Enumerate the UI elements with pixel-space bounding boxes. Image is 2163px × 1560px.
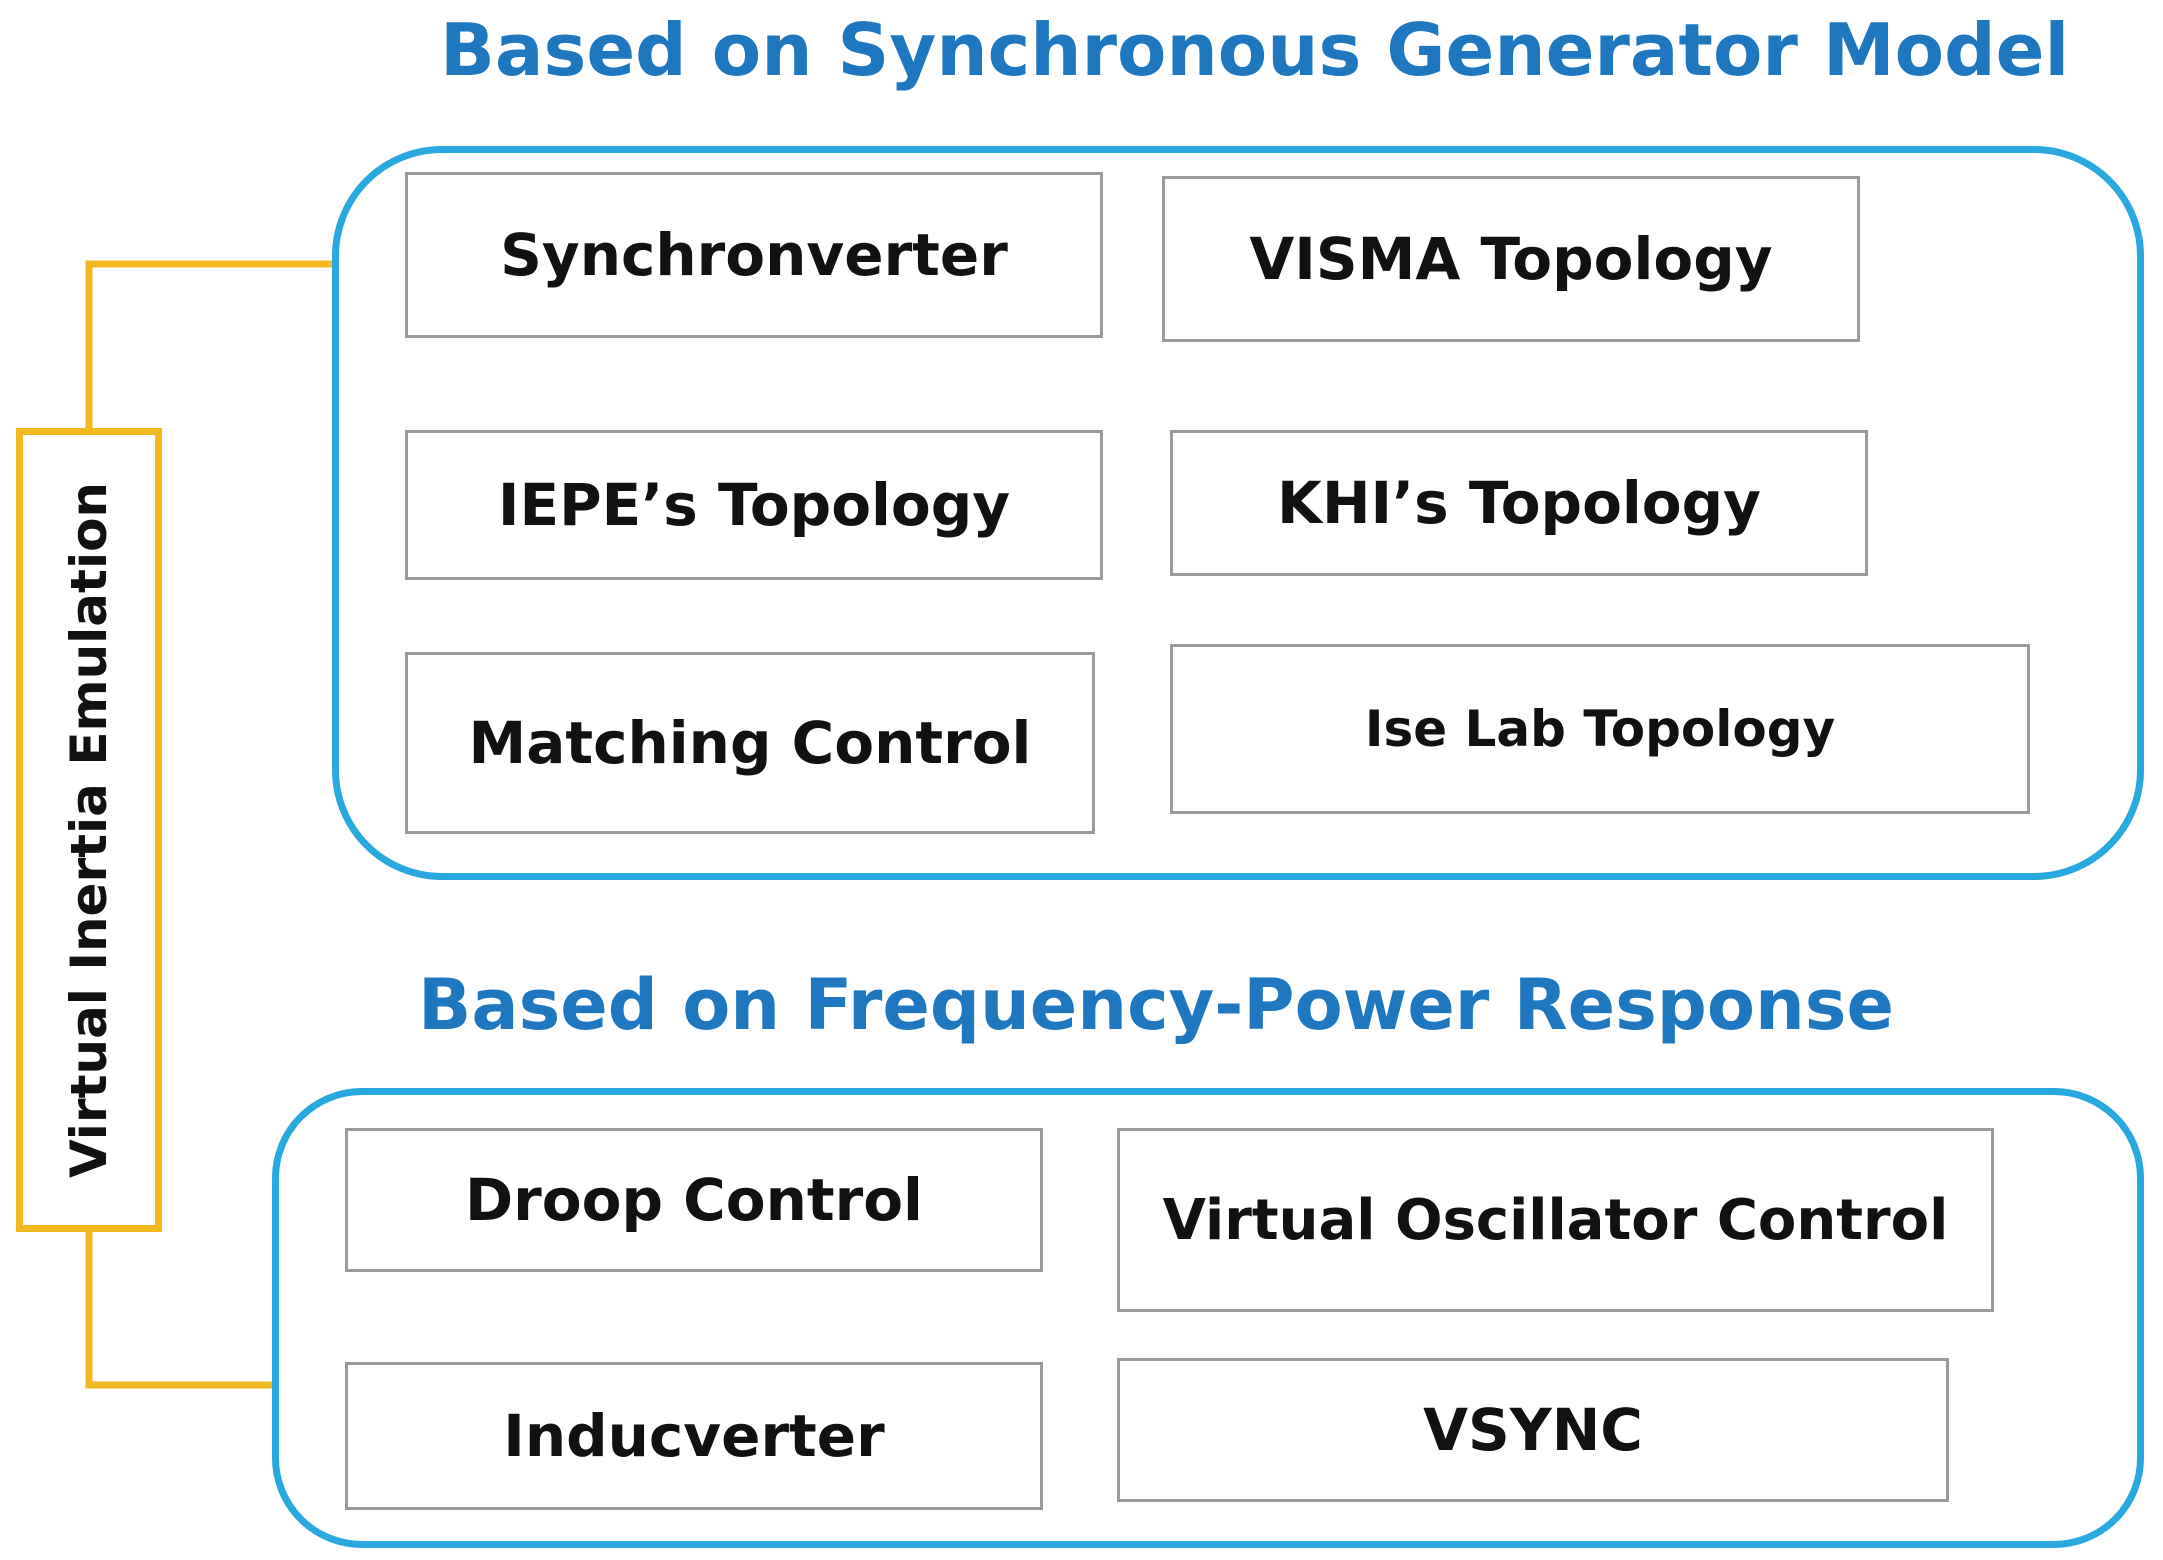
group-frequency-power xyxy=(272,1088,2144,1548)
node-iepe-topology: IEPE’s Topology xyxy=(405,430,1103,580)
side-label-box xyxy=(16,428,162,1232)
group-synchronous-generator xyxy=(332,146,2144,880)
node-inducverter: Inducverter xyxy=(345,1362,1043,1510)
node-droop-control: Droop Control xyxy=(345,1128,1043,1272)
connector-top-line xyxy=(85,260,338,428)
node-virtual-oscillator-control: Virtual Oscillator Control xyxy=(1117,1128,1994,1312)
node-ise-lab-topology: Ise Lab Topology xyxy=(1170,644,2030,814)
heading-frequency-power-response: Based on Frequency-Power Response xyxy=(418,964,1894,1046)
node-vsync: VSYNC xyxy=(1117,1358,1949,1502)
node-khi-topology: KHI’s Topology xyxy=(1170,430,1868,576)
heading-synchronous-generator-model: Based on Synchronous Generator Model xyxy=(440,8,2070,92)
node-matching-control: Matching Control xyxy=(405,652,1095,834)
node-synchronverter: Synchronverter xyxy=(405,172,1103,338)
connector-bottom-line xyxy=(85,1232,278,1389)
node-visma-topology: VISMA Topology xyxy=(1162,176,1860,342)
side-label-virtual-inertia-emulation: Virtual Inertia Emulation xyxy=(60,481,118,1179)
